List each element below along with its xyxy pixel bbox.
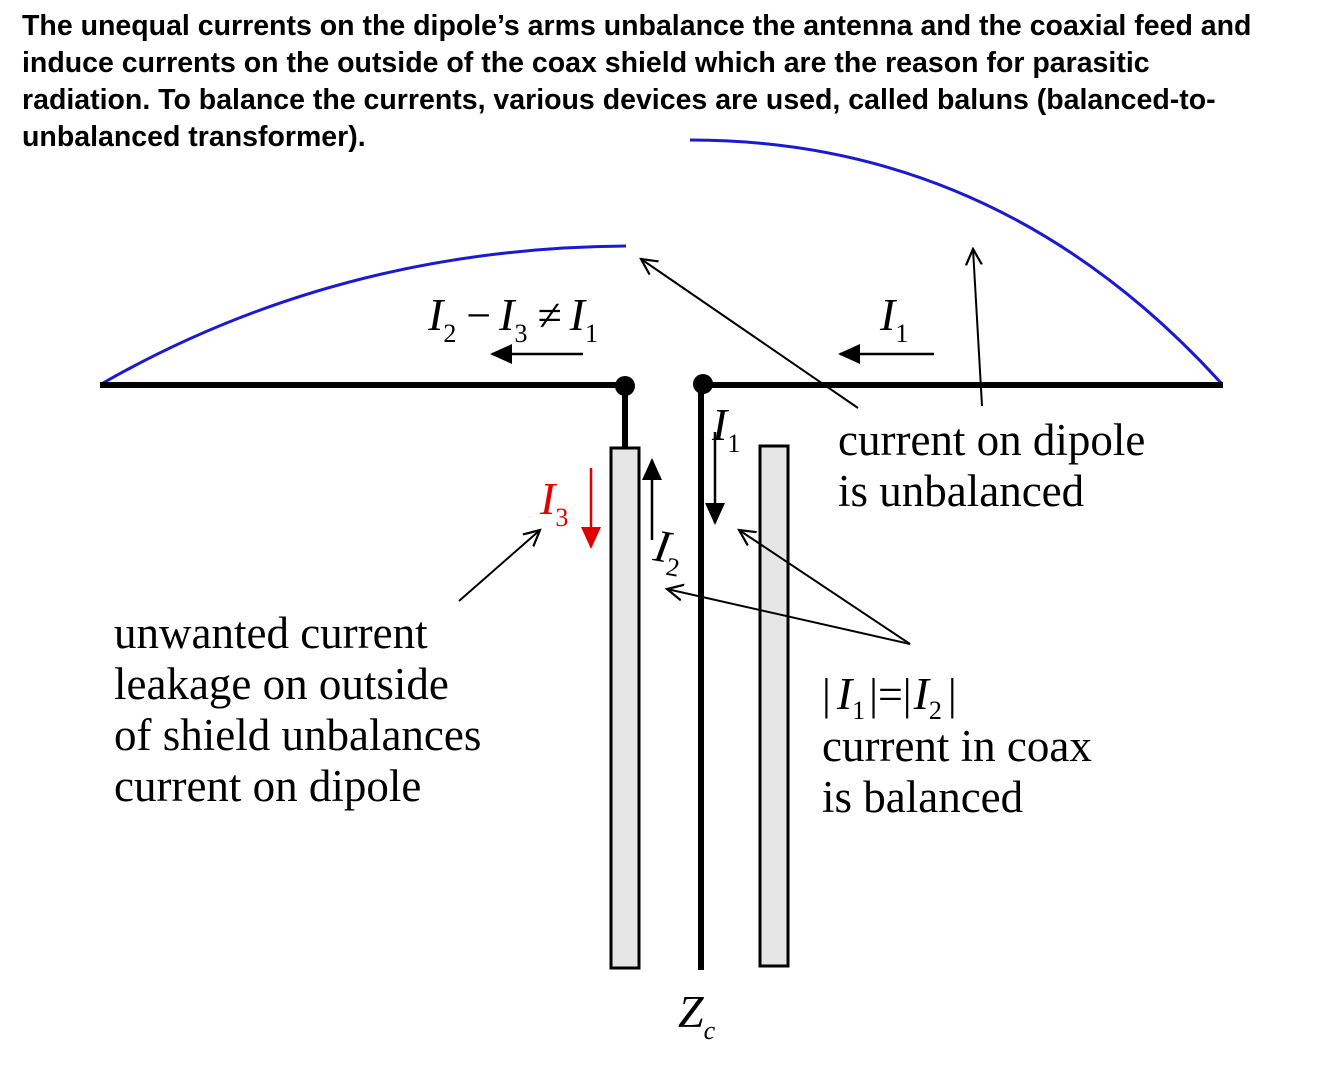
shield-current-label: I2 (648, 519, 687, 582)
pointer-to-center-current (739, 530, 911, 645)
impedance-label: Zc (678, 986, 716, 1045)
left-feed-point (615, 376, 635, 396)
coax-current-equality: |I1|=|I2| (822, 668, 957, 725)
pointer-to-left-curve (641, 259, 859, 409)
leakage-current-label: I3 (539, 473, 568, 532)
leakage-note: unwanted current leakage on outside of s… (114, 608, 493, 811)
coax-balanced-note: current in coax is balanced (822, 721, 1103, 822)
left-arm-current-curve (102, 244, 627, 385)
coax-shield-left (609, 446, 641, 970)
right-arm-current-label: I1 (879, 289, 908, 348)
left-arm-current-label: I2−I3≠I1 (427, 289, 598, 348)
center-current-label: I1 (711, 399, 740, 458)
intro-paragraph: The unequal currents on the dipole’s arm… (22, 10, 1252, 153)
right-arm-current-curve (689, 138, 1223, 385)
pointer-to-right-curve (973, 249, 983, 407)
pointer-to-leakage (458, 530, 540, 602)
coax-shield-right (758, 444, 790, 968)
dipole-unbalanced-note: current on dipole is unbalanced (838, 415, 1157, 516)
pointer-to-shield-current (667, 589, 911, 645)
